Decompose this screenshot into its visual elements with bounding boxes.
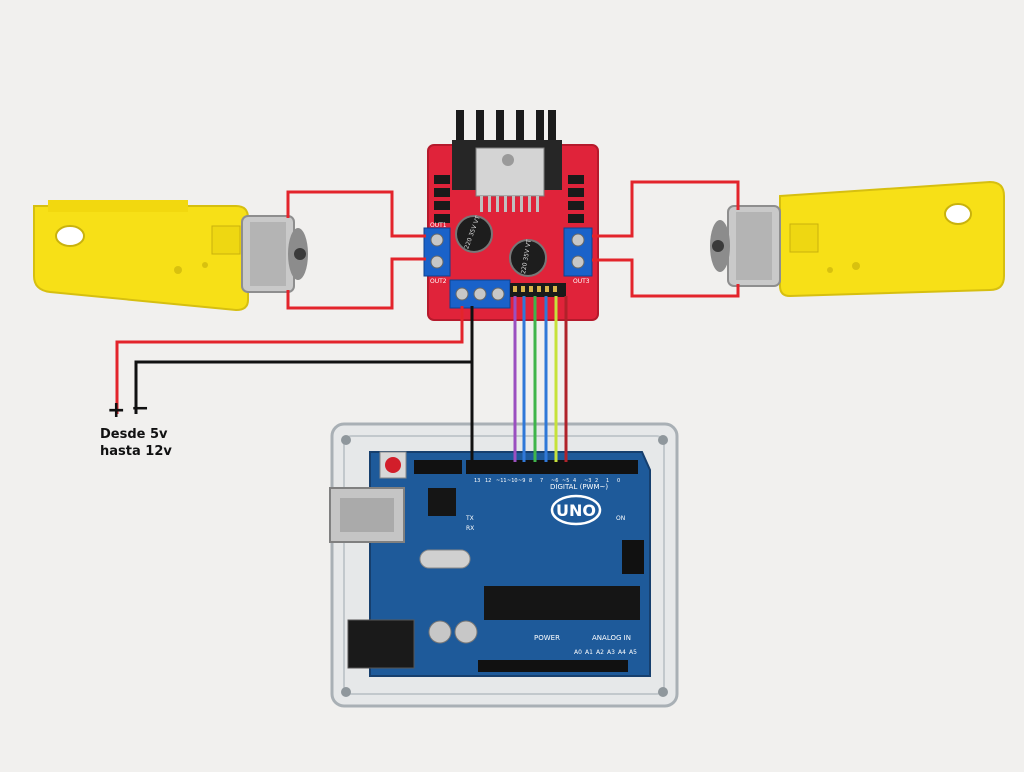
pin-number: ~10: [507, 478, 518, 484]
pin-number: 2: [595, 478, 598, 484]
power-analog-header: [478, 660, 628, 672]
logic-pin-header: [510, 283, 566, 297]
left-motor: [33, 200, 308, 312]
analog-pin: A0: [574, 649, 582, 656]
capacitor-2: 220 35V VT: [509, 239, 547, 277]
wire-left-motor-bottom: [286, 257, 426, 310]
supply-positive-symbol: +: [107, 398, 126, 423]
atmega-chip: [484, 586, 640, 620]
analog-pin: A2: [596, 649, 604, 656]
tx-label: TX: [465, 515, 474, 522]
out2-label: OUT2: [430, 278, 447, 285]
pin-number: 13: [474, 478, 480, 484]
wire-right-motor-bottom: [592, 258, 740, 298]
pin-number: ~3: [584, 478, 591, 484]
pin-number: 1: [606, 478, 609, 484]
pin-number: 12: [485, 478, 491, 484]
pin-number: 4: [573, 478, 576, 484]
digital-header: [466, 460, 638, 474]
wire-right-motor-top: [592, 180, 740, 238]
chip-pins: [480, 196, 539, 212]
arduino-uno: UNO DIGITAL (PWM~) POWER ANALOG IN TX RX…: [329, 422, 679, 708]
analog-pin: A5: [629, 649, 637, 656]
l298n-driver-board: 220 35V VT 220 35V VT: [423, 110, 599, 321]
wires: [115, 180, 740, 462]
terminal-out3: [563, 227, 593, 277]
rx-label: RX: [466, 525, 474, 532]
reset-button: [385, 457, 401, 473]
wire-supply-positive: [115, 306, 464, 414]
pin-number: ~11: [496, 478, 507, 484]
pin-number: ~9: [518, 478, 525, 484]
wire-supply-negative: [134, 306, 474, 414]
analog-label: ANALOG IN: [592, 634, 631, 642]
pin-number: 7: [540, 478, 543, 484]
analog-pin: A1: [585, 649, 593, 656]
power-label: POWER: [534, 634, 560, 642]
analog-pin: A4: [618, 649, 626, 656]
terminal-power: [449, 279, 511, 309]
uno-logo: UNO: [556, 501, 596, 520]
supply-voltage-label-line1: Desde 5v: [100, 427, 168, 442]
analog-pin-numbers: A0 A1 A2 A3 A4 A5: [574, 649, 637, 656]
capacitor-1: 220 35V VT: [455, 215, 493, 253]
analog-pin: A3: [607, 649, 615, 656]
icsp-header: [622, 540, 644, 574]
wire-left-motor-top: [286, 190, 426, 238]
dc-jack: [347, 619, 415, 669]
pin-number: ~5: [562, 478, 569, 484]
on-label: ON: [616, 515, 625, 522]
terminal-out1: [423, 227, 451, 277]
pin-number: 8: [529, 478, 532, 484]
digital-label: DIGITAL (PWM~): [550, 483, 608, 491]
right-motor: [710, 180, 1005, 298]
out3-label: OUT3: [573, 278, 590, 285]
digital-pin-numbers: 13 12 ~11 ~10 ~9 8 7 ~6 ~5 4 ~3 2 1 0: [474, 478, 620, 484]
pin-number: ~6: [551, 478, 558, 484]
out1-label: OUT1: [430, 222, 447, 229]
pin-number: 0: [617, 478, 620, 484]
diodes: [434, 175, 584, 223]
supply-voltage-label-line2: hasta 12v: [100, 444, 172, 459]
supply-negative-symbol: −: [131, 396, 150, 421]
